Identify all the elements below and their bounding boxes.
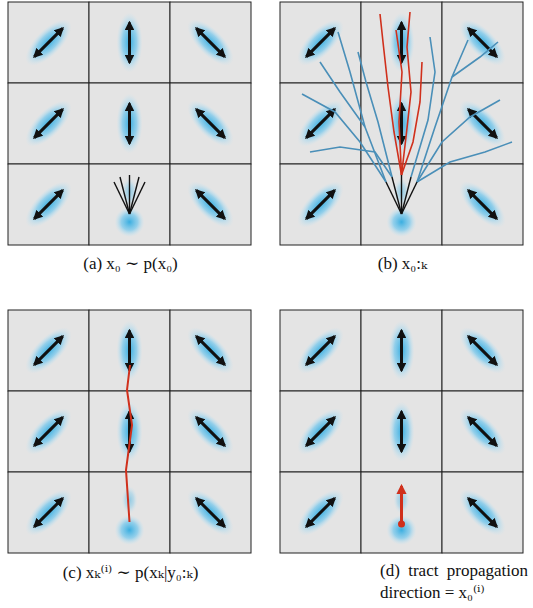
- panel-d: [280, 310, 523, 553]
- panel-caption: (d) tract propagation direction = x₀⁽ⁱ⁾: [380, 560, 528, 604]
- panel-b: [280, 2, 523, 245]
- panel-caption: (c) xₖ⁽ⁱ⁾ ∼ p(xₖ|y₀:ₖ): [8, 562, 253, 584]
- panel-caption: (b) x₀:ₖ: [280, 253, 525, 275]
- panel-c: [8, 310, 251, 553]
- panel-caption: (a) x₀ ∼ p(x₀): [8, 253, 253, 275]
- panel-a: [8, 2, 251, 245]
